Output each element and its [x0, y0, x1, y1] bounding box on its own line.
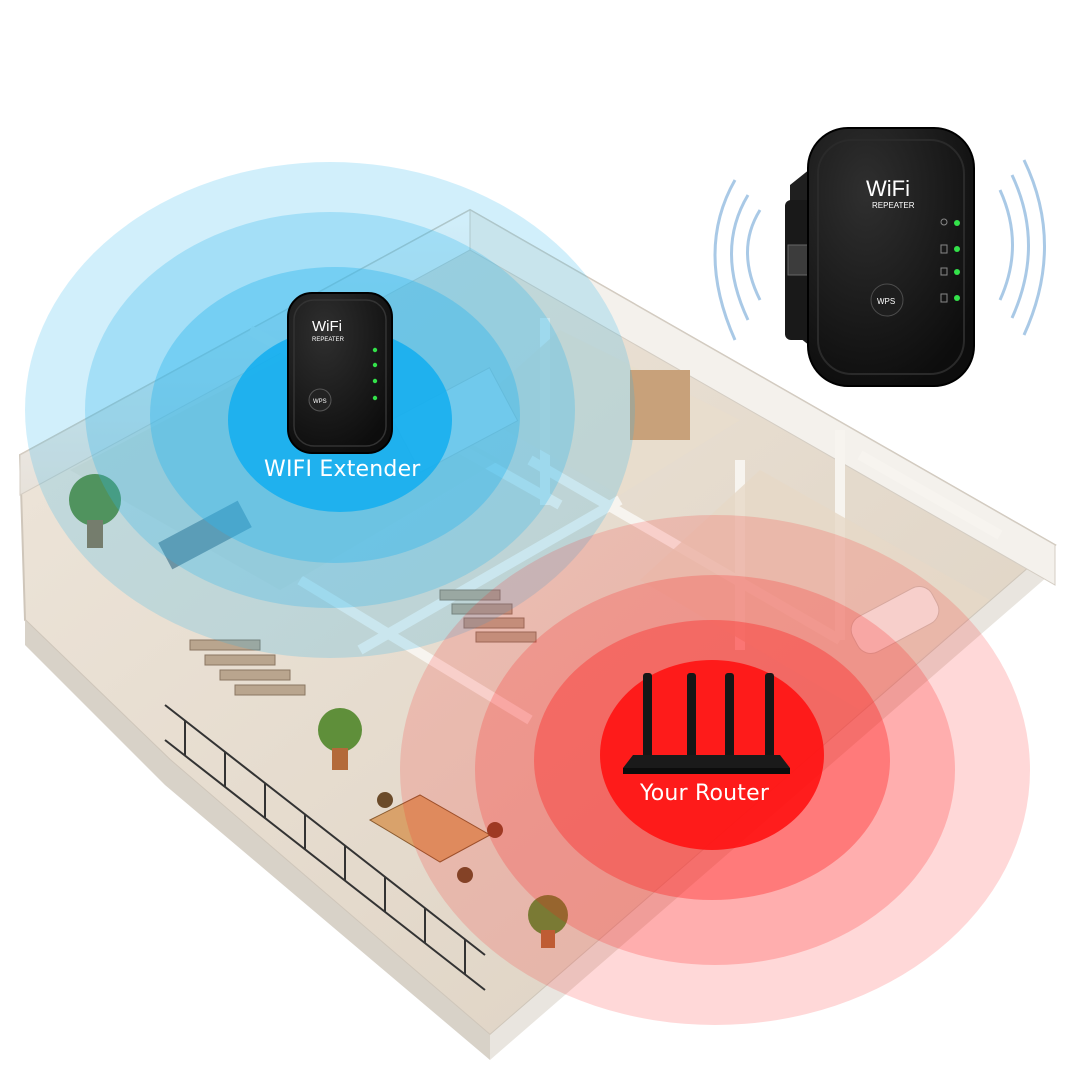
router-antenna	[725, 673, 734, 763]
plant-living	[69, 474, 121, 548]
device-brand-text: WiFi	[866, 176, 910, 201]
router-body	[623, 755, 790, 768]
wps-button-icon	[308, 388, 332, 412]
room-bedroom	[640, 470, 990, 710]
router-antenna	[687, 673, 696, 763]
wps-button-icon	[870, 283, 904, 317]
plant-balcony	[528, 895, 568, 948]
device-brand-text: WiFi	[312, 318, 342, 335]
status-leds	[372, 347, 378, 401]
staircase	[189, 589, 537, 696]
svg-text:WPS: WPS	[313, 399, 327, 405]
room-kitchen	[470, 330, 740, 495]
power-icon	[940, 218, 948, 226]
lan-port-icon	[787, 244, 811, 276]
back-wall-right	[469, 209, 1056, 586]
lan-icon	[940, 293, 948, 303]
wifi-extender-label: WIFI Extender	[264, 457, 421, 482]
extender-device-small: WiFi REPEATER WPS	[287, 292, 393, 454]
status-leds	[954, 220, 960, 301]
bathtub	[850, 586, 940, 654]
dining-table	[368, 792, 503, 883]
device-model-text: REPEATER	[312, 337, 345, 343]
plant-terrace	[318, 708, 362, 770]
device-model-text: REPEATER	[872, 201, 915, 210]
extender-product-photo: WiFi REPEATER WPS	[713, 127, 1046, 387]
router-device	[623, 673, 790, 774]
router-antenna	[765, 673, 774, 763]
sofa	[158, 500, 252, 570]
your-router-label: Your Router	[640, 781, 770, 806]
front-wall	[25, 620, 490, 1060]
wifi-icon	[940, 267, 948, 276]
status-icons	[940, 218, 948, 303]
signal-waves-icon	[713, 159, 1046, 341]
bookshelf	[630, 370, 690, 440]
svg-text:WPS: WPS	[877, 297, 895, 306]
terrace-fence	[164, 704, 486, 991]
router-antenna	[643, 673, 652, 763]
signal-icon	[940, 244, 948, 254]
